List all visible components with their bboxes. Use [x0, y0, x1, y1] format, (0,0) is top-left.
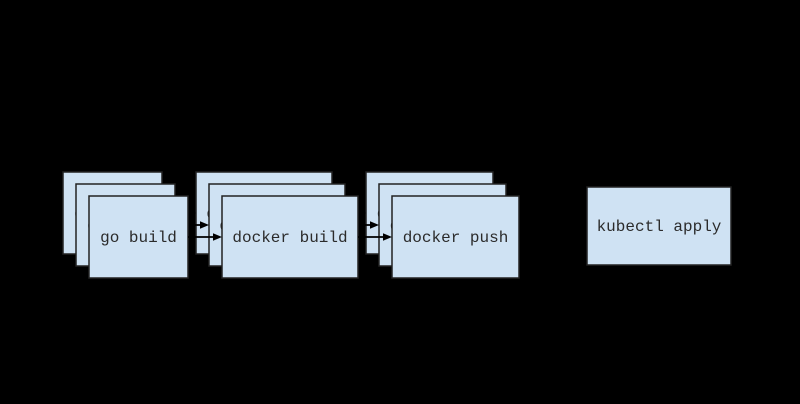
- stack-docker-push-layer2-box: [391, 195, 520, 279]
- stack-docker-build-layer2-box: [221, 195, 359, 279]
- arrow-go-build-to-docker-build-layer1-head: [200, 221, 209, 229]
- arrow-docker-build-to-docker-push-layer2-head: [383, 233, 392, 241]
- stack-docker-push-layer2-label: docker push: [403, 229, 509, 247]
- arrow-go-build-to-docker-build-layer0-head: [187, 209, 196, 217]
- arrow-docker-build-to-docker-push-layer1-head: [370, 221, 379, 229]
- arrow-go-build-to-docker-build-layer2-head: [213, 233, 222, 241]
- arrow-docker-build-to-docker-push-layer0-head: [357, 209, 366, 217]
- kubectl-apply-box: [586, 186, 732, 266]
- stack-go-build-layer2-label: go build: [100, 229, 177, 247]
- kubectl-apply-label: kubectl apply: [597, 218, 722, 236]
- stack-docker-build-layer2-label: docker build: [232, 229, 347, 247]
